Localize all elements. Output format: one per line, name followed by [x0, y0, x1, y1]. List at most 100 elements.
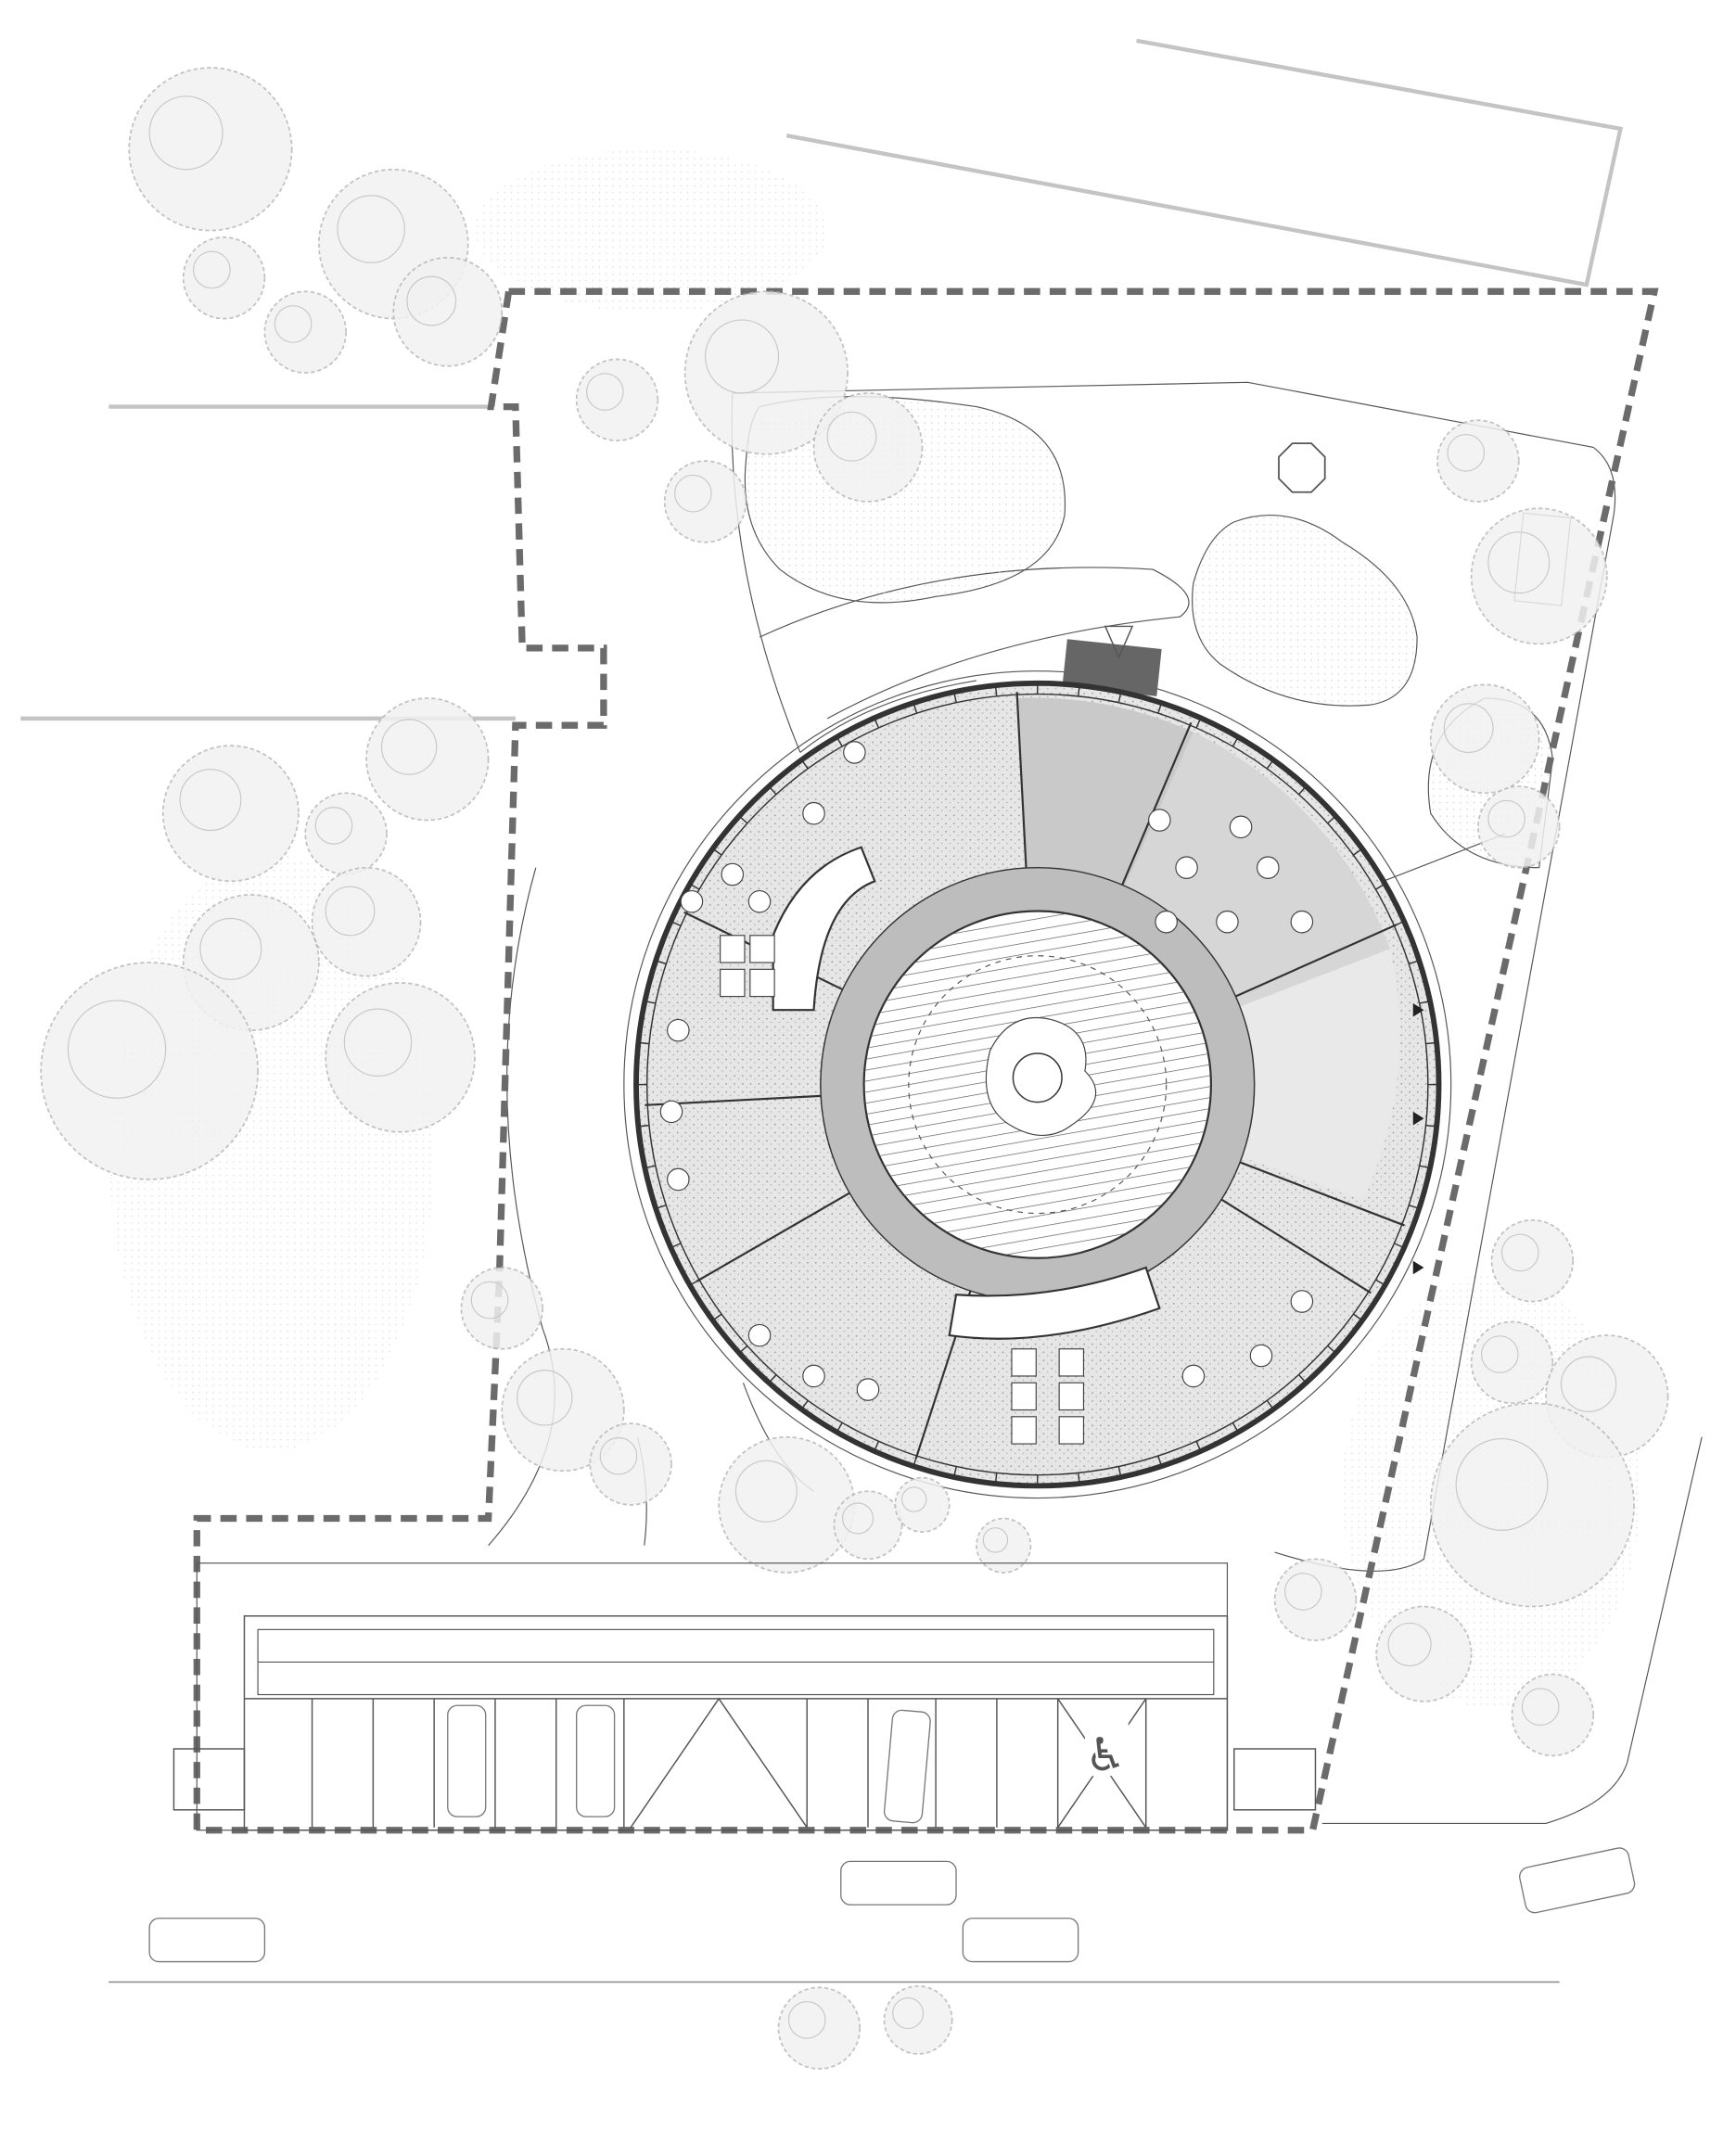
facade-mullion — [1266, 759, 1274, 770]
tree-canopy-detail — [1443, 703, 1494, 754]
cot — [749, 935, 775, 963]
facade-mullion — [1117, 1466, 1122, 1478]
facade-mullion — [1419, 1000, 1431, 1004]
tree-canopy-detail — [148, 96, 223, 171]
tree-canopy-detail — [1387, 1622, 1432, 1667]
facade-mullion — [738, 815, 748, 824]
tree-icon — [1429, 683, 1540, 795]
tree-icon — [1511, 1673, 1595, 1757]
courtyard-tree — [1012, 1052, 1063, 1103]
gazebo-icon — [1278, 442, 1326, 493]
facade-mullion — [1117, 692, 1122, 703]
facade-mullion — [800, 759, 809, 770]
facade-mullion — [800, 1399, 809, 1410]
car-icon — [447, 1704, 487, 1817]
room-wall — [1121, 721, 1193, 886]
facade-mullion — [913, 1455, 918, 1467]
facade-mullion — [1352, 1313, 1363, 1321]
tree-icon — [777, 1986, 862, 2070]
facade-mullion — [670, 1243, 682, 1249]
table — [680, 889, 704, 913]
play-lawn-east — [1192, 514, 1418, 707]
room-wall — [1220, 1198, 1372, 1294]
tree-canopy-detail — [982, 1527, 1009, 1553]
facade-mullion — [1408, 1205, 1420, 1210]
entrance-canopy — [1062, 625, 1162, 696]
facade-mullion — [689, 1279, 700, 1286]
facade-mullion — [1157, 1455, 1163, 1467]
facade-mullion — [768, 1374, 777, 1383]
toilet-block-west — [772, 846, 876, 1012]
tree-canopy-detail — [826, 411, 877, 462]
facade-mullion — [655, 1205, 667, 1210]
table — [1148, 809, 1171, 832]
car-icon — [883, 1709, 931, 1824]
table — [1229, 815, 1253, 839]
tree-icon — [128, 67, 293, 232]
room-wall — [696, 1192, 850, 1282]
table — [802, 1364, 825, 1388]
tree-icon — [325, 982, 476, 1133]
tree-canopy-detail — [1487, 799, 1525, 838]
table — [843, 741, 866, 764]
table — [802, 801, 825, 825]
facade-mullion — [1157, 702, 1163, 714]
tree-canopy-detail — [274, 305, 313, 343]
tree-canopy-detail — [314, 807, 353, 845]
room-wall — [1015, 692, 1028, 869]
facade-mullion — [953, 1466, 957, 1478]
tree-canopy-detail — [1521, 1688, 1560, 1727]
facade-mullion — [1195, 1440, 1202, 1452]
tree-icon — [1375, 1605, 1473, 1702]
car-icon — [962, 1918, 1079, 1963]
tree-canopy-detail — [1480, 1335, 1519, 1373]
table — [1290, 1290, 1314, 1313]
tree-icon — [1273, 1558, 1358, 1641]
tree-canopy-detail — [67, 1000, 167, 1099]
tree-canopy-detail — [470, 1281, 509, 1320]
tree-canopy-detail — [704, 319, 780, 394]
tree-canopy-detail — [734, 1460, 798, 1523]
facade-mullion — [655, 960, 667, 965]
tree-canopy-detail — [1283, 1573, 1322, 1611]
facade-mullion — [768, 785, 777, 796]
tree-canopy-detail — [892, 1997, 925, 2030]
cot — [1011, 1416, 1037, 1445]
facade-mullion — [953, 692, 957, 703]
tree-icon — [1490, 1218, 1575, 1303]
tree-icon — [40, 962, 259, 1180]
facade-mullion — [1327, 815, 1336, 824]
facade-mullion — [1232, 736, 1239, 747]
car-icon — [1519, 1847, 1636, 1914]
tree-icon — [883, 1984, 953, 2055]
facade-mullion — [1394, 1243, 1405, 1249]
tree-icon — [589, 1422, 672, 1506]
tree-canopy-detail — [1560, 1356, 1617, 1412]
table — [1257, 856, 1280, 879]
facade-mullion — [1425, 1124, 1437, 1128]
entrance-arrow-icon — [1104, 625, 1134, 659]
tree-icon — [1470, 1320, 1554, 1405]
table — [1155, 910, 1178, 934]
facade-mullion — [874, 717, 880, 729]
tree-canopy-detail — [1455, 1437, 1549, 1531]
facade-mullion — [1266, 1399, 1274, 1410]
tree-canopy-detail — [842, 1502, 874, 1535]
cars — [148, 1704, 1636, 1963]
facade-mullion — [1195, 717, 1202, 729]
facade-mullion — [1425, 1041, 1437, 1045]
facade-mullion — [994, 1473, 998, 1485]
tree-canopy-detail — [380, 719, 438, 775]
tree-icon — [663, 460, 747, 543]
table — [1290, 910, 1314, 934]
tree-icon — [501, 1347, 625, 1473]
cot — [1058, 1348, 1085, 1377]
tree-canopy-detail — [1500, 1233, 1539, 1272]
facade-mullion — [712, 848, 722, 856]
entrance-markers — [1412, 1002, 1424, 1275]
facade-mullion — [1297, 1374, 1307, 1383]
table — [1249, 1344, 1273, 1368]
table — [1175, 856, 1198, 879]
table — [856, 1378, 880, 1401]
